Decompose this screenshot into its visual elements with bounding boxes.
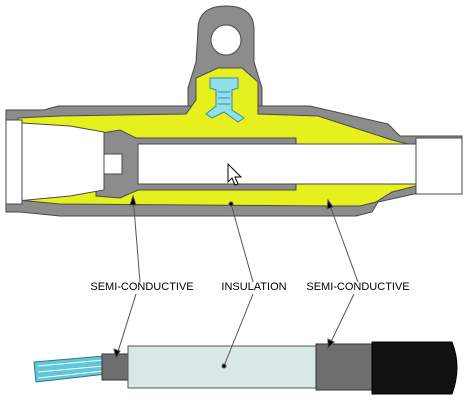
dot-insulation-down	[221, 363, 227, 369]
arrowhead-semi-left-down	[113, 348, 121, 360]
arrowhead-semi-right-down	[327, 338, 335, 350]
cable	[33, 341, 458, 395]
bores	[5, 119, 463, 205]
arrowhead-semi-right-up	[326, 198, 334, 210]
bushing-end-face	[5, 119, 23, 205]
label-semi-conductive-left: SEMI-CONDUCTIVE	[90, 281, 193, 293]
lifting-eye-hole	[210, 24, 242, 56]
dot-insulation-up	[228, 201, 234, 207]
leader-semi-left-down	[115, 293, 137, 359]
test-point-insert	[205, 77, 245, 123]
arrowhead-semi-left-up	[129, 194, 137, 206]
leader-semi-right-down	[327, 293, 355, 349]
callout-leaders	[113, 194, 359, 369]
leader-semi-left-up	[132, 195, 141, 283]
cable-insulation	[127, 345, 319, 389]
probe-step	[103, 153, 123, 175]
leader-insulation-down	[223, 293, 254, 367]
leader-semi-right-up	[327, 199, 359, 283]
conductor-bore	[137, 143, 463, 185]
insulation-shield	[315, 343, 375, 391]
callout-labels: SEMI-CONDUCTIVE INSULATION SEMI-CONDUCTI…	[90, 281, 409, 293]
label-insulation: INSULATION	[221, 281, 286, 293]
insert-cap	[205, 77, 245, 123]
label-semi-conductive-right: SEMI-CONDUCTIVE	[306, 281, 409, 293]
mouse-pointer-icon	[227, 162, 243, 186]
leader-insulation-up	[230, 203, 254, 283]
cable-jacket	[371, 341, 458, 395]
cable-entrance-bore	[415, 137, 463, 195]
